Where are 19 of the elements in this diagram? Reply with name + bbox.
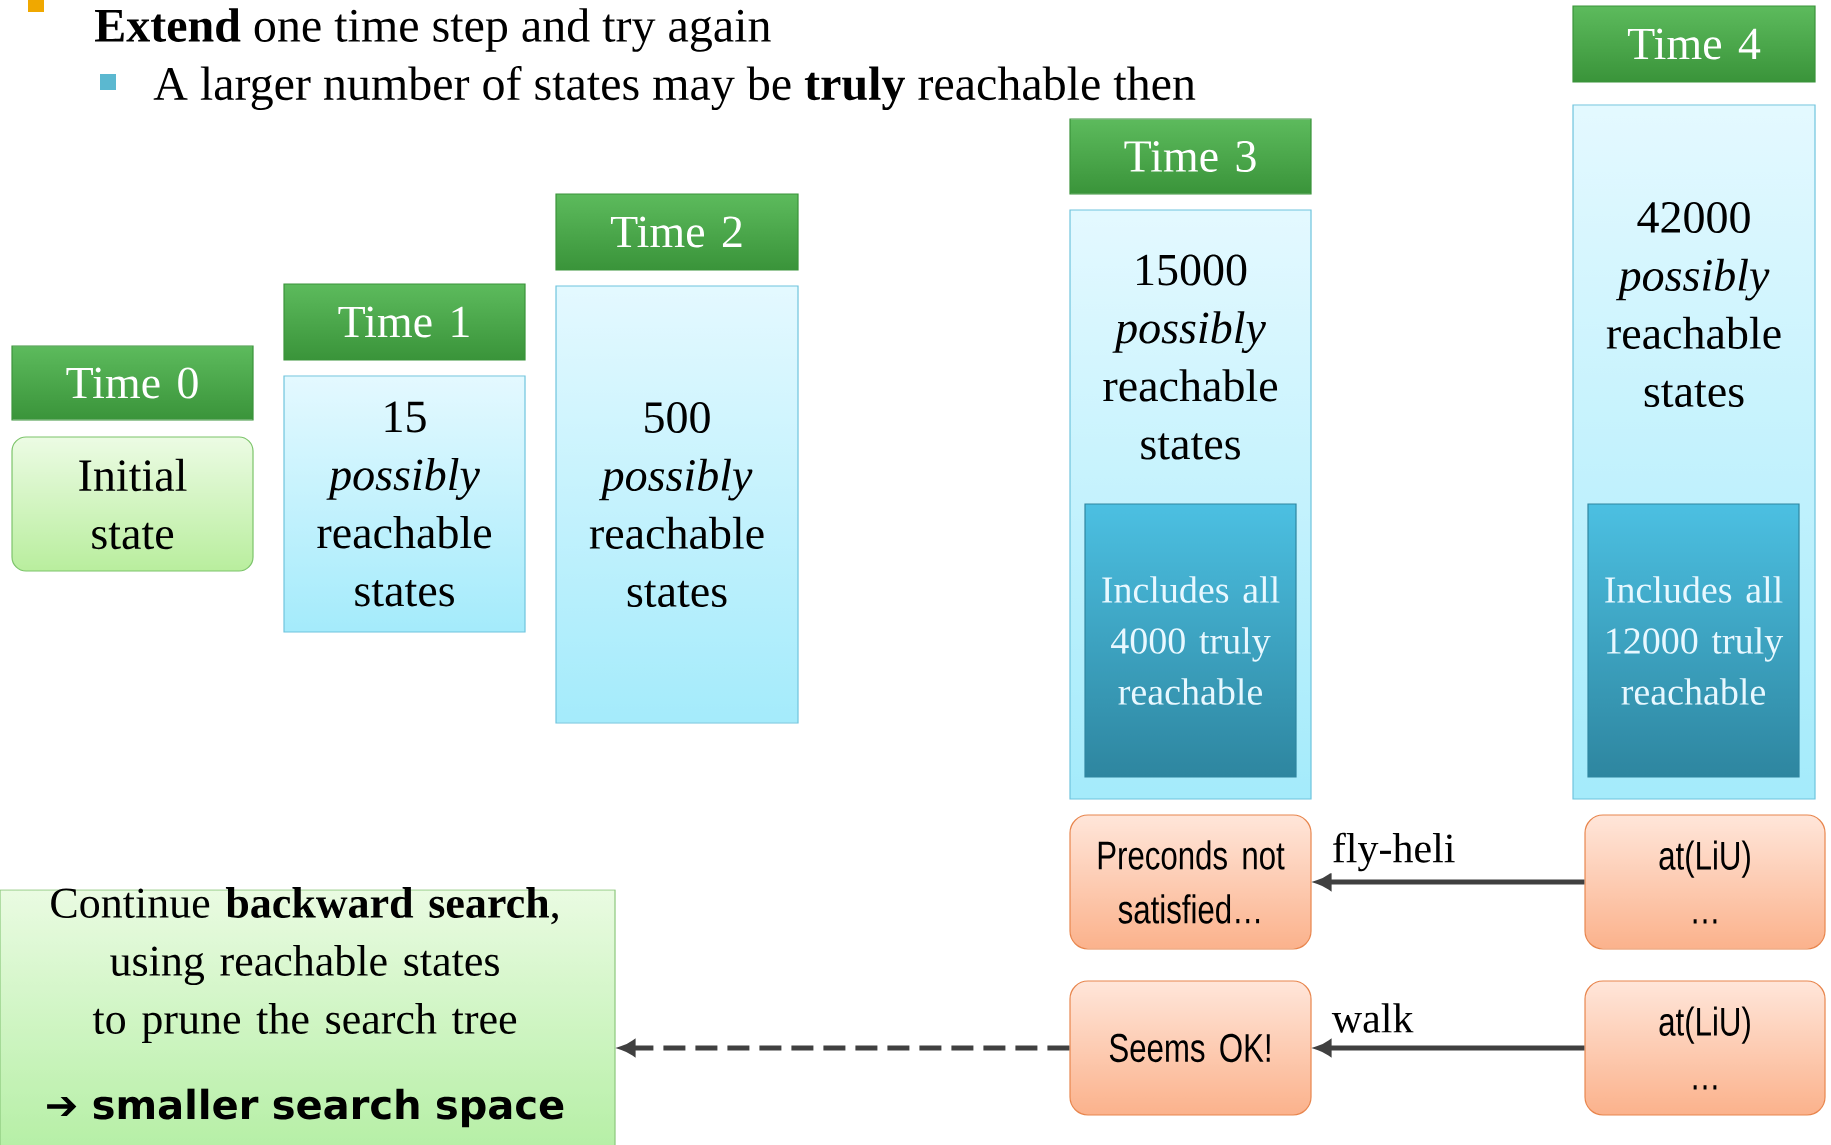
process-box: at(LiU) … — [1584, 814, 1826, 950]
inner-box: Includes all 4000 truly reachable — [1084, 503, 1297, 778]
edge-label: fly-heli — [1329, 830, 1458, 874]
note-box: Continue backward search, using reachable states to prune the search tree ➔ smaller search space — [0, 887, 616, 1145]
state-box: Initial state — [11, 436, 254, 572]
state-box: 15 possibly reachable states — [283, 375, 526, 633]
box-header: Time 4 — [1572, 5, 1816, 83]
box-header: Time 3 — [1069, 118, 1312, 195]
inner-box: Includes all 12000 truly reachable — [1587, 503, 1800, 778]
process-box: Preconds not satisfied… — [1069, 814, 1312, 950]
state-box: 500 possibly reachable states — [555, 285, 799, 724]
process-box: Seems OK! — [1069, 980, 1312, 1116]
box-header: Time 2 — [555, 193, 799, 271]
box-header: Time 0 — [11, 345, 254, 421]
process-box: at(LiU) … — [1584, 980, 1826, 1116]
edge-label: walk — [1329, 1001, 1416, 1035]
bullet-text: Extend one time step and try again — [95, 8, 771, 52]
bullet-text: A larger number of states may be truly reachable then — [153, 65, 1196, 111]
box-header: Time 1 — [283, 283, 526, 361]
